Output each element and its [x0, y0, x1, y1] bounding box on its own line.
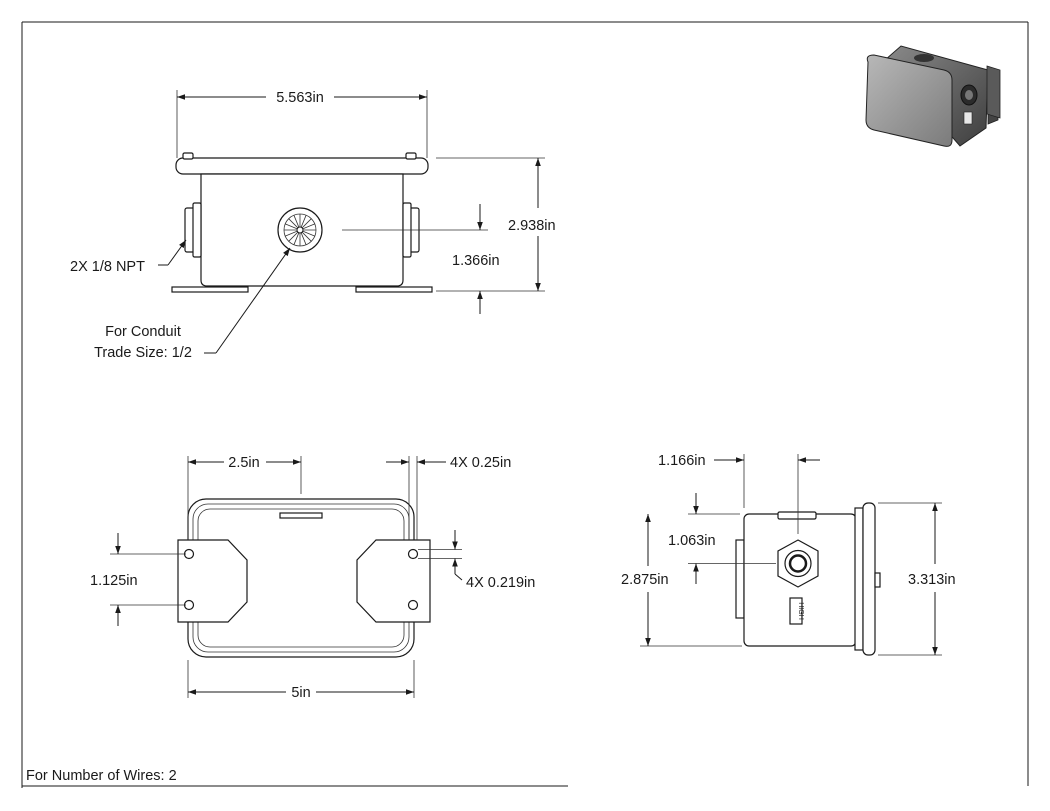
npt-callout: 2X 1/8 NPT — [70, 259, 145, 275]
top-width-dim: 5in — [291, 685, 310, 701]
hole-diameter-dim: 4X 0.219in — [466, 575, 535, 591]
hole-spacing-dim: 1.125in — [90, 573, 138, 589]
top-half-width-dim: 2.5in — [228, 455, 259, 471]
drawing-border — [21, 21, 1029, 788]
side-conduit-height-dim: 1.063in — [668, 533, 716, 549]
conduit-callout-line2: Trade Size: 1/2 — [94, 345, 192, 361]
front-height-dim: 2.938in — [508, 218, 556, 234]
side-label-text: HIGH — [797, 602, 804, 620]
side-cover-height-dim: 3.313in — [908, 572, 956, 588]
wires-note: For Number of Wires: 2 — [26, 768, 177, 784]
conduit-knockout — [277, 207, 323, 253]
isometric-view — [865, 45, 1001, 147]
front-view: 5.563in 2.938in 1.366in 2X 1/8 NPT For C… — [70, 90, 556, 361]
side-body-height-dim: 2.875in — [621, 572, 669, 588]
front-width-dim: 5.563in — [276, 90, 324, 106]
front-conduit-height-dim: 1.366in — [452, 253, 500, 269]
side-view: HIGH 1.166in 1.063in 2.875in 3.313in — [621, 453, 956, 656]
side-top-offset-dim: 1.166in — [658, 453, 706, 469]
tab-thickness-dim: 4X 0.25in — [450, 455, 511, 471]
conduit-callout-line1: For Conduit — [105, 324, 181, 340]
top-view: 2.5in 4X 0.25in 1.125in 4X 0.219in 5in — [90, 455, 535, 701]
